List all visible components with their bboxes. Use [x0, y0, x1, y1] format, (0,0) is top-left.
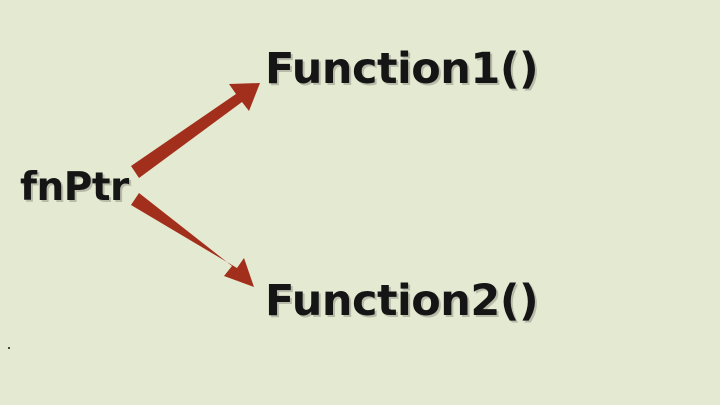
arrow-to-function1 — [131, 83, 260, 178]
arrow-to-function2 — [131, 193, 254, 287]
stray-dot — [8, 347, 10, 349]
target-label-function1: Function1() — [265, 44, 539, 94]
target-label-function2: Function2() — [265, 276, 539, 326]
source-label: fnPtr — [20, 165, 129, 210]
